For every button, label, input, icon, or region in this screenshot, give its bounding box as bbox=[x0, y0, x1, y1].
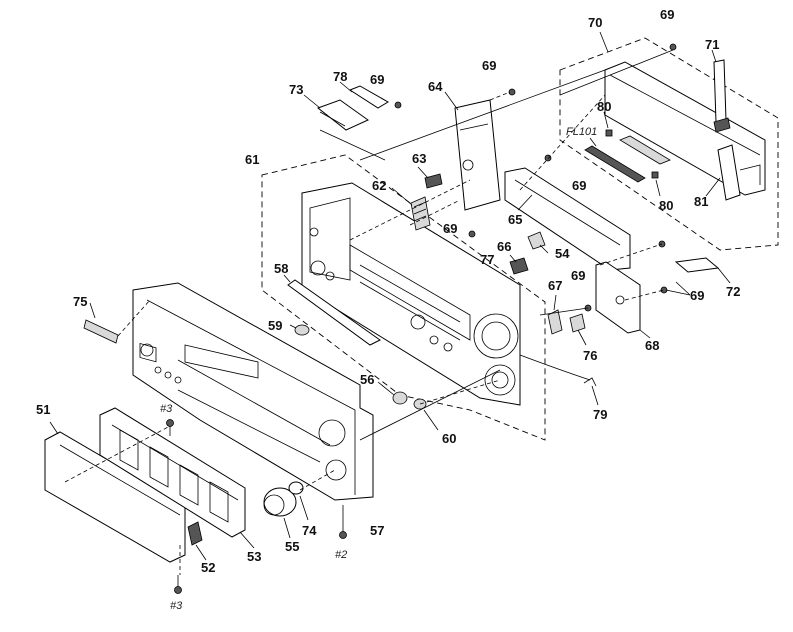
part-54 bbox=[527, 231, 549, 254]
label-72: 72 bbox=[726, 284, 740, 299]
label-74: 74 bbox=[302, 523, 317, 538]
label-58: 58 bbox=[274, 261, 288, 276]
label-64: 64 bbox=[428, 79, 443, 94]
label-62: 62 bbox=[372, 178, 386, 193]
label-55: 55 bbox=[285, 539, 299, 554]
part-63 bbox=[417, 166, 443, 189]
label-51: 51 bbox=[36, 402, 50, 417]
boundary-display-board-assembly bbox=[559, 37, 779, 251]
front-sub-chassis bbox=[301, 182, 521, 406]
label-57: 57 bbox=[370, 523, 384, 538]
label-56: 56 bbox=[360, 372, 374, 387]
label-70: 70 bbox=[588, 15, 602, 30]
knob-56 bbox=[377, 381, 408, 405]
display-window-strip bbox=[283, 274, 381, 346]
knob-60 bbox=[413, 398, 439, 431]
label-73: 73 bbox=[289, 82, 303, 97]
pc-board-64 bbox=[444, 91, 501, 211]
screw-2 bbox=[339, 505, 347, 539]
assembly-guide-lines bbox=[64, 49, 691, 575]
label-76: 76 bbox=[583, 348, 597, 363]
label-66: 66 bbox=[497, 239, 511, 254]
front-door-51 bbox=[44, 421, 186, 563]
label-screw-3-bottom: #3 bbox=[170, 600, 183, 612]
bracket-73 bbox=[303, 94, 369, 131]
label-54: 54 bbox=[555, 246, 570, 261]
knob-59 bbox=[289, 324, 310, 336]
label-67: 67 bbox=[548, 278, 562, 293]
part-67 bbox=[547, 294, 563, 335]
fluorescent-display-fl101 bbox=[584, 135, 671, 183]
label-60: 60 bbox=[442, 431, 456, 446]
plate-78 bbox=[339, 81, 389, 109]
label-screw-2: #2 bbox=[335, 549, 347, 561]
label-78: 78 bbox=[333, 69, 347, 84]
label-81: 81 bbox=[694, 194, 708, 209]
label-69-d: 69 bbox=[572, 178, 586, 193]
part-81 bbox=[705, 144, 741, 201]
part-76 bbox=[569, 313, 587, 346]
bracket-65 bbox=[504, 167, 631, 271]
label-screw-3-top: #3 bbox=[160, 403, 173, 415]
label-68: 68 bbox=[645, 338, 659, 353]
label-80-a: 80 bbox=[597, 99, 611, 114]
label-69-e: 69 bbox=[443, 221, 457, 236]
label-69-c: 69 bbox=[370, 72, 384, 87]
label-77: 77 bbox=[480, 252, 494, 267]
label-61: 61 bbox=[245, 152, 259, 167]
part-80-top bbox=[603, 111, 613, 137]
callout-labels: 51 52 53 54 55 56 57 58 59 60 61 62 63 6… bbox=[36, 7, 740, 612]
pc-board-68 bbox=[595, 261, 651, 339]
label-fl101: FL101 bbox=[566, 126, 597, 138]
label-71: 71 bbox=[705, 37, 719, 52]
label-79: 79 bbox=[593, 407, 607, 422]
door-frame-53 bbox=[99, 407, 255, 549]
label-69-a: 69 bbox=[660, 7, 674, 22]
label-52: 52 bbox=[201, 560, 215, 575]
screw-3-bottom bbox=[174, 575, 182, 594]
label-53: 53 bbox=[247, 549, 261, 564]
hinge-52 bbox=[187, 521, 207, 561]
label-65: 65 bbox=[508, 212, 522, 227]
label-69-f: 69 bbox=[571, 268, 585, 283]
wire-79 bbox=[519, 354, 599, 406]
bracket-62 bbox=[391, 187, 431, 231]
label-69-g: 69 bbox=[690, 288, 704, 303]
sony-logo-badge bbox=[83, 299, 151, 344]
label-80-b: 80 bbox=[659, 198, 673, 213]
screw-3-top bbox=[166, 419, 174, 436]
label-63: 63 bbox=[412, 151, 426, 166]
part-66 bbox=[509, 254, 529, 275]
part-80-bottom bbox=[651, 171, 661, 197]
label-69-b: 69 bbox=[482, 58, 496, 73]
flat-cable-72 bbox=[674, 257, 731, 284]
part-71 bbox=[711, 49, 731, 133]
label-59: 59 bbox=[268, 318, 282, 333]
label-75: 75 bbox=[73, 294, 87, 309]
knob-55 bbox=[263, 487, 297, 539]
front-panel-bezel bbox=[132, 282, 374, 501]
boundary-front-panel-assembly bbox=[261, 154, 546, 441]
